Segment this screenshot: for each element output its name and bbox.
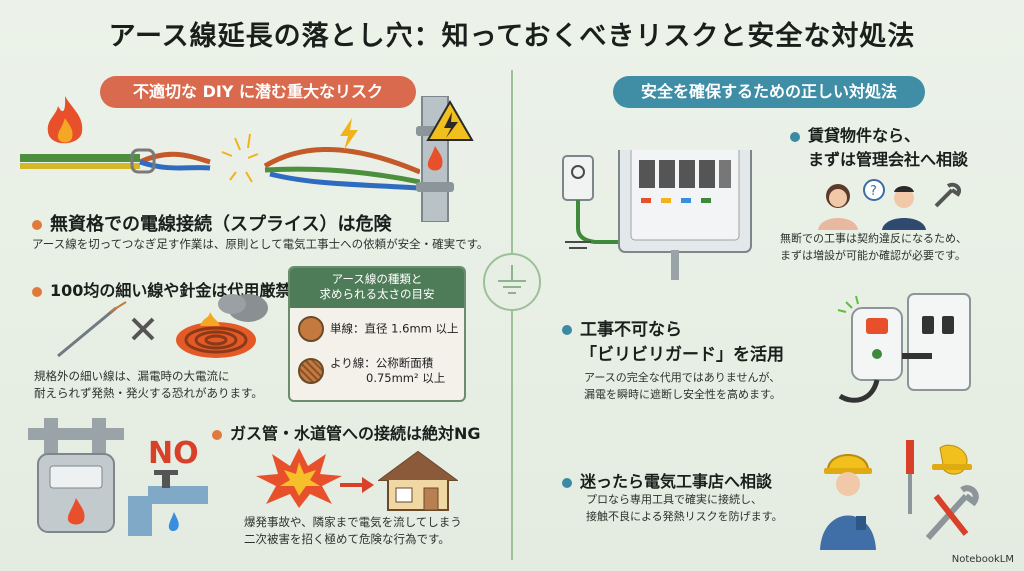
safety-text-electrician-line1: プロなら専用工具で確実に接続し、 [586,493,762,506]
safety-text-electrician-line2: 接触不良による発熱リスクを防げます。 [586,510,783,523]
risk-text-splice: アース線を切ってつなぎ足す作業は、原則として電気工事士への依頼が安全・確実です。 [32,237,489,251]
wire-spec-header-line2: 求められる太さの目安 [319,287,435,301]
distribution-panel-icon [555,150,755,280]
safety-heading-electrician: 迷ったら電気工事店へ相談 [562,468,772,492]
consulting-people-icon: ? [816,176,966,230]
risk-text-pipe-line2: 二次被害を招く極めて危険な行為です。 [244,532,450,546]
risk-text-pipe-line1: 爆発事故や、隣家まで電気を流してしまう [244,515,462,529]
bullet-icon [32,220,42,230]
burning-coil-icon [170,290,280,366]
safety-text-rental-line2: まずは増設が可能か確認が必要です。 [780,249,966,262]
gas-meter-icon [28,418,128,536]
wire-spec-row-solid-label: 単線：直径 1.6mm 以上 [330,321,459,336]
bullet-icon [562,325,572,335]
risk-heading-pipe: ガス管・水道管への接続は絶対NG [212,420,481,444]
safety-text-electrician: プロなら専用工具で確実に接続し、 接触不良による発熱リスクを防げます。 [586,491,816,525]
safety-heading-rental-line2: まずは管理会社へ相談 [808,150,969,169]
safety-heading-guard: 工事不可なら 「ビリビリガード」を活用 [562,318,784,368]
safety-text-rental: 無断での工事は契約違反になるため、 まずは増設が可能か確認が必要です。 [780,230,1010,264]
risk-banner: 不適切な DIY に潜む重大なリスク [100,76,416,108]
wire-spec-row-stranded-line1: より線：公称断面積 [330,356,434,370]
fire-icon [40,92,90,152]
risk-heading-splice-text: 無資格での電線接続（スプライス）は危険 [50,214,392,235]
risk-text-pipe: 爆発事故や、隣家まで電気を流してしまう 二次被害を招く極めて危険な行為です。 [244,514,504,548]
house-icon [378,450,458,512]
solid-wire-icon [298,316,324,342]
risk-text-thin-wire-line1: 規格外の細い線は、漏電時の大電流に [34,369,230,383]
water-pipe-icon [118,470,208,536]
svg-text:?: ? [870,184,877,199]
spliced-wire-icon [20,128,420,208]
wire-spec-table: アース線の種類と 求められる太さの目安 単線：直径 1.6mm 以上 より線：公… [288,266,466,402]
lightning-icon [336,118,362,150]
safety-banner: 安全を確保するための正しい対処法 [613,76,925,108]
safety-text-guard: アースの完全な代用ではありませんが、 漏電を瞬時に遮断し安全性を高めます。 [584,369,814,403]
risk-heading-splice: 無資格での電線接続（スプライス）は危険 [32,210,391,236]
safety-text-guard-line1: アースの完全な代用ではありませんが、 [584,371,781,384]
safety-text-guard-line2: 漏電を瞬時に遮断し安全性を高めます。 [584,388,781,401]
safety-text-rental-line1: 無断での工事は契約違反になるため、 [780,232,967,245]
page-title: アース線延長の落とし穴：知っておくべきリスクと安全な対処法 [108,21,916,52]
bullet-icon [32,286,42,297]
arrow-right-icon [340,476,374,494]
wire-spec-row-stranded-line2: 0.75mm² 以上 [366,371,446,385]
leak-breaker-plug-icon [832,292,982,416]
no-label: NO [148,436,199,471]
wire-spec-table-header: アース線の種類と 求められる太さの目安 [290,268,464,308]
wire-spec-header-line1: アース線の種類と [331,272,423,286]
wire-spec-row-solid: 単線：直径 1.6mm 以上 [298,316,459,342]
safety-heading-rental-line1: 賃貸物件なら、 [808,126,921,145]
risk-text-thin-wire: 規格外の細い線は、漏電時の大電流に 耐えられず発熱・発火する恐れがあります。 [34,368,284,402]
center-divider [511,70,513,560]
risk-text-thin-wire-line2: 耐えられず発熱・発火する恐れがあります。 [34,386,263,400]
safety-heading-guard-line1: 工事不可なら [580,320,682,340]
safety-heading-guard-line2: 「ビリビリガード」を活用 [580,345,784,365]
safety-heading-rental: 賃貸物件なら、 まずは管理会社へ相談 [790,124,968,172]
bullet-icon [790,131,800,142]
explosion-icon [254,446,344,508]
risk-heading-pipe-text: ガス管・水道管への接続は絶対NG [230,424,481,443]
brand-label: NotebookLM [951,554,1014,565]
electrician-tools-icon [816,440,986,550]
ground-symbol-icon [483,253,541,311]
bullet-icon [212,429,222,440]
pole-warning-icon [408,96,478,222]
safety-heading-electrician-text: 迷ったら電気工事店へ相談 [580,472,773,491]
bullet-icon [562,477,572,488]
stranded-wire-icon [298,358,324,384]
cross-icon [130,316,156,342]
thin-wire-icon [52,300,132,360]
